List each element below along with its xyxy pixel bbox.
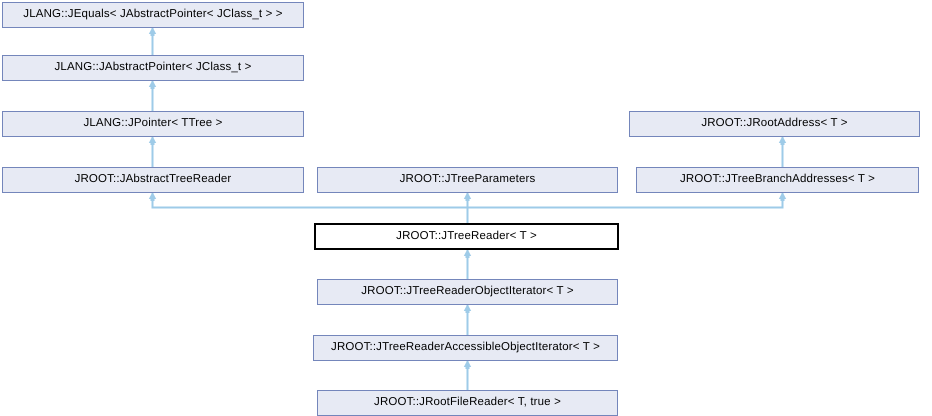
class-node-label: JROOT::JTreeParameters xyxy=(399,173,536,186)
class-node-label: JROOT::JTreeReaderObjectIterator< T > xyxy=(361,285,574,298)
class-node-jpointer[interactable]: JLANG::JPointer< TTree > xyxy=(2,111,304,137)
arrowhead-into-jtreebranchaddresses xyxy=(778,192,787,199)
arrow-stem-jtreereaderobjectiterator xyxy=(465,310,470,313)
arrowhead-into-jpointer xyxy=(148,136,157,143)
arrowhead-into-jtreereaderaccessibleobjectiterator xyxy=(463,360,472,367)
class-node-label: JROOT::JTreeReaderAccessibleObjectIterat… xyxy=(331,341,600,354)
arrowhead-into-jtreereader xyxy=(463,249,472,256)
arrowhead-into-jequals xyxy=(148,27,157,34)
arrow-stem-jtreereaderaccessibleobjectiterator xyxy=(465,366,470,369)
arrowhead-into-jrootaddress xyxy=(778,136,787,143)
arrow-stem-jtreereader xyxy=(465,255,470,258)
arrow-stem-jpointer xyxy=(150,142,155,145)
class-node-label: JLANG::JAbstractPointer< JClass_t > xyxy=(54,61,252,74)
class-node-label: JROOT::JTreeReader< T > xyxy=(396,229,537,242)
arrow-stem-jtreeparameters xyxy=(465,198,470,201)
class-node-jtreeparameters[interactable]: JROOT::JTreeParameters xyxy=(317,167,618,193)
arrowhead-into-jtreereaderobjectiterator xyxy=(463,304,472,311)
arrow-stem-jrootaddress xyxy=(780,142,785,145)
class-node-label: JROOT::JRootAddress< T > xyxy=(701,117,848,130)
arrowhead-into-jabstracttreereader xyxy=(148,192,157,199)
arrow-stem-jabstractpointer xyxy=(150,86,155,89)
class-node-label: JROOT::JAbstractTreeReader xyxy=(74,173,232,186)
edge-bus-jtreereader-multiparents xyxy=(151,193,784,209)
arrow-stem-jequals xyxy=(150,33,155,36)
class-node-jabstracttreereader[interactable]: JROOT::JAbstractTreeReader xyxy=(2,167,304,193)
arrowhead-into-jabstractpointer xyxy=(148,80,157,87)
class-node-jtreereader-current[interactable]: JROOT::JTreeReader< T > xyxy=(314,223,619,250)
class-node-jequals[interactable]: JLANG::JEquals< JAbstractPointer< JClass… xyxy=(2,2,304,28)
arrowhead-into-jtreeparameters xyxy=(463,192,472,199)
class-node-jtreereaderobjectiterator[interactable]: JROOT::JTreeReaderObjectIterator< T > xyxy=(317,279,618,305)
class-node-label: JLANG::JEquals< JAbstractPointer< JClass… xyxy=(23,8,283,21)
class-node-label: JLANG::JPointer< TTree > xyxy=(83,117,223,130)
arrow-stem-jtreebranchaddresses xyxy=(780,198,785,201)
class-node-jtreebranchaddresses[interactable]: JROOT::JTreeBranchAddresses< T > xyxy=(636,167,919,193)
class-node-jtreereaderaccessibleobjectiterator[interactable]: JROOT::JTreeReaderAccessibleObjectIterat… xyxy=(313,335,618,361)
class-node-jabstractpointer[interactable]: JLANG::JAbstractPointer< JClass_t > xyxy=(2,55,304,81)
class-node-jrootfilereader[interactable]: JROOT::JRootFileReader< T, true > xyxy=(317,390,618,416)
class-node-label: JROOT::JRootFileReader< T, true > xyxy=(374,396,561,409)
class-node-label: JROOT::JTreeBranchAddresses< T > xyxy=(679,173,876,186)
arrow-stem-jabstracttreereader xyxy=(150,198,155,201)
class-node-jrootaddress[interactable]: JROOT::JRootAddress< T > xyxy=(629,111,920,137)
